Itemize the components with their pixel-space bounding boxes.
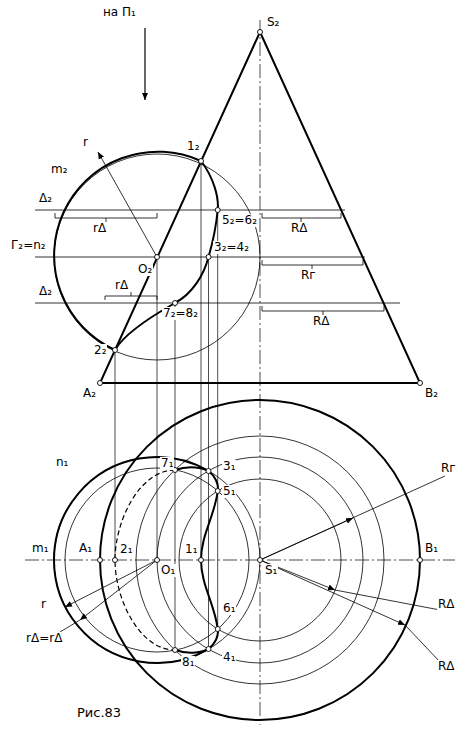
point-label: O₁ [160,564,176,577]
point-label: RΔ [437,598,456,611]
point-label: Δ₂ [38,192,53,205]
point-label: Δ₂ [38,285,53,298]
point-label: RΔ [312,315,331,328]
point-label: A₂ [82,387,97,400]
point-label: S₁ [264,564,278,577]
point-label: r [40,598,47,611]
point-label: 1₁ [184,543,198,556]
point-label: A₁ [78,542,93,555]
point-label: rΔ [114,279,129,292]
point-label: B₂ [424,387,439,400]
point-label: m₁ [31,542,50,555]
point-label: O₂ [137,263,153,276]
point-label: 3₁ [222,460,236,473]
point-label: 4₁ [222,651,236,664]
point-label: 6₁ [222,602,236,615]
point-label: S₂ [266,16,280,29]
point-label: n₁ [55,456,69,469]
point-label: rΔ [92,222,107,235]
point-label: на П₁ [102,6,137,19]
point-label: 3₂=4₂ [213,241,250,254]
point-label: 8₁ [181,656,195,669]
point-label: m₂ [50,163,69,176]
figure-caption: Рис.83 [76,706,122,719]
point-label: 5₁ [222,485,236,498]
point-label: Rг [440,462,457,475]
point-label: Rг [300,269,317,282]
point-label: RΔ [290,222,309,235]
point-label: rΔ=rΔ [25,632,63,645]
point-label: B₁ [424,542,439,555]
point-label: 7₁ [160,457,174,470]
point-label: 2₂ [93,344,107,357]
point-label: RΔ [437,660,456,673]
point-label: Г₂=n₂ [10,239,47,252]
point-label: 2₁ [119,543,133,556]
point-label: 7₂=8₂ [162,307,199,320]
point-label: 1₂ [186,140,200,153]
point-label: 5₂=6₂ [221,214,258,227]
point-label: r [82,136,89,149]
